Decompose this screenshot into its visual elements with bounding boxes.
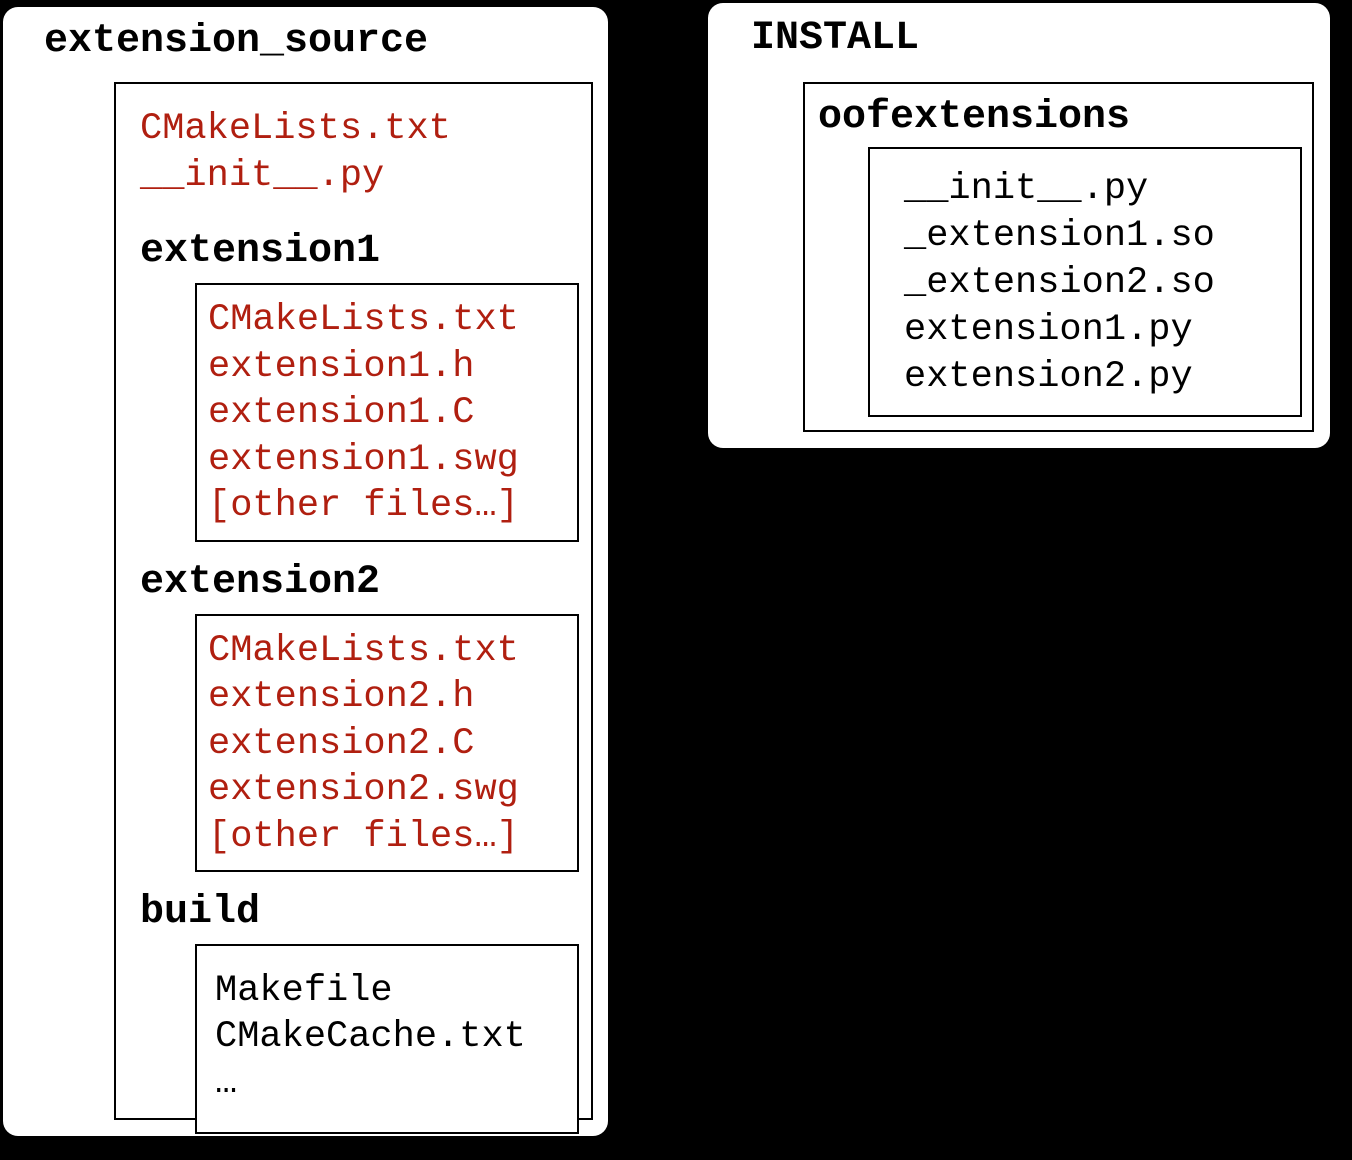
file-item: CMakeCache.txt [215,1016,526,1058]
root-file-list: CMakeLists.txt __init__.py [140,106,591,200]
file-item: extension1.py [904,309,1193,351]
dir-heading-build: build [140,890,261,935]
file-item: CMakeLists.txt [208,629,519,672]
file-item: _extension1.so [904,215,1215,257]
dir-heading-extension2: extension2 [140,559,381,605]
file-item: CMakeLists.txt [140,108,451,150]
file-item: __init__.py [140,155,385,197]
file-item: extension2.h [208,676,475,718]
install-title: INSTALL [751,16,920,61]
extension-source-panel: extension_source CMakeLists.txt __init__.… [3,7,608,1136]
file-item: __init__.py [904,168,1149,210]
file-item: extension2.C [208,722,475,765]
file-item: CMakeLists.txt [208,299,519,341]
file-item: _extension2.so [904,262,1215,304]
file-item: … [215,1062,238,1104]
file-item: extension1.C [208,392,475,434]
dir-heading-extension1: extension1 [140,229,381,274]
file-item: extension2.swg [208,769,519,811]
extension-source-contents-box: CMakeLists.txt __init__.py extension1 CMa… [114,82,593,1134]
file-item: [other files…] [208,815,519,858]
oofextensions-box: oofextensions __init__.py_extension1.so_… [803,82,1314,432]
file-item: [other files…] [208,485,519,527]
file-item: extension2.py [904,356,1193,398]
dir-heading-oofextensions: oofextensions [818,95,1131,140]
extension-source-title: extension_source [44,19,429,64]
file-item: extension1.h [208,345,475,388]
file-item: Makefile [215,970,393,1012]
file-item: extension1.swg [208,438,519,481]
install-panel: INSTALL oofextensions __init__.py _extens… [708,3,1330,448]
